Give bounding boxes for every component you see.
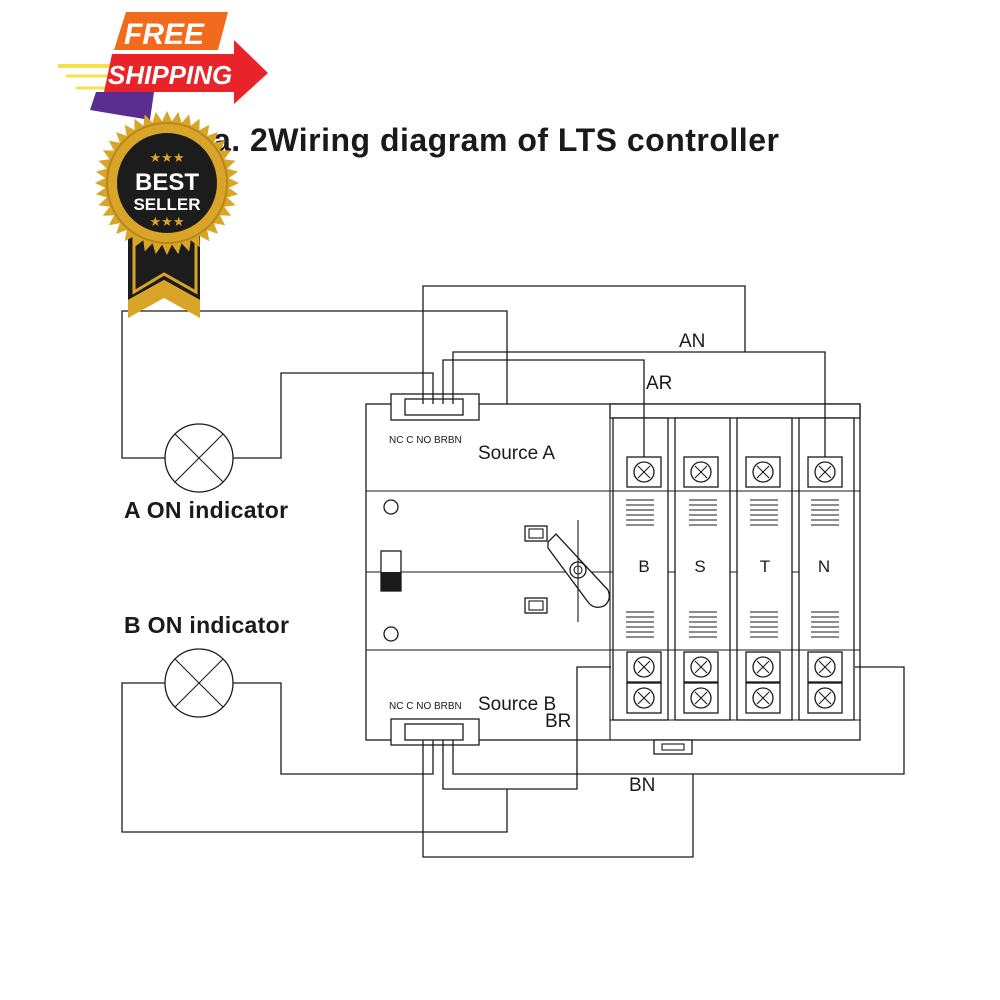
wiring [121,285,905,858]
terminal-block-a [390,393,480,421]
screw-terminals [626,456,843,714]
wire-label-br: BR [545,711,571,732]
screw-icon [745,682,781,714]
wire-label-an: AN [679,331,705,352]
stars-top: ★★★ [150,150,185,165]
indicator-a-label: A ON indicator [124,497,288,523]
source-b-label: Source B [478,694,556,715]
indicator-b-label: B ON indicator [124,612,289,638]
wire-label-bn: BN [629,775,655,796]
diagram-title: 2Wiring diagram of LTS controller [250,122,779,158]
screw-icon [626,682,662,714]
phase-label: S [694,557,705,576]
screw-icon [626,651,662,683]
source-a-label: Source A [478,443,555,464]
terminal-labels-b: NC C NO BRBN [389,701,462,712]
lamp-a-icon [164,423,234,493]
free-shipping-badge: FREE SHIPPING [58,12,268,120]
screw-icon [807,682,843,714]
free-text: FREE [124,18,205,51]
vent-slots [626,499,839,638]
seller-text: SELLER [133,195,200,214]
screw-icon [683,682,719,714]
screw-icon [745,456,781,488]
terminal-block-b [390,718,480,746]
din-clip [653,739,693,755]
wire-label-ar: AR [646,373,672,394]
stars-bottom: ★★★ [150,214,185,229]
screw-icon [626,456,662,488]
shipping-text: SHIPPING [108,60,232,90]
screw-icon [745,651,781,683]
terminal-labels-a: NC C NO BRBN [389,435,462,446]
phase-label: T [760,557,770,576]
screw-icon [807,456,843,488]
lamp-b-icon [164,648,234,718]
screw-icon [683,651,719,683]
phase-label: N [818,557,830,576]
screw-icon [683,456,719,488]
screw-icon [807,651,843,683]
phase-label: B [638,557,649,576]
rotary-handle [547,520,610,622]
best-seller-badge: ★★★ BEST SELLER ★★★ [95,111,239,318]
best-text: BEST [135,169,199,196]
